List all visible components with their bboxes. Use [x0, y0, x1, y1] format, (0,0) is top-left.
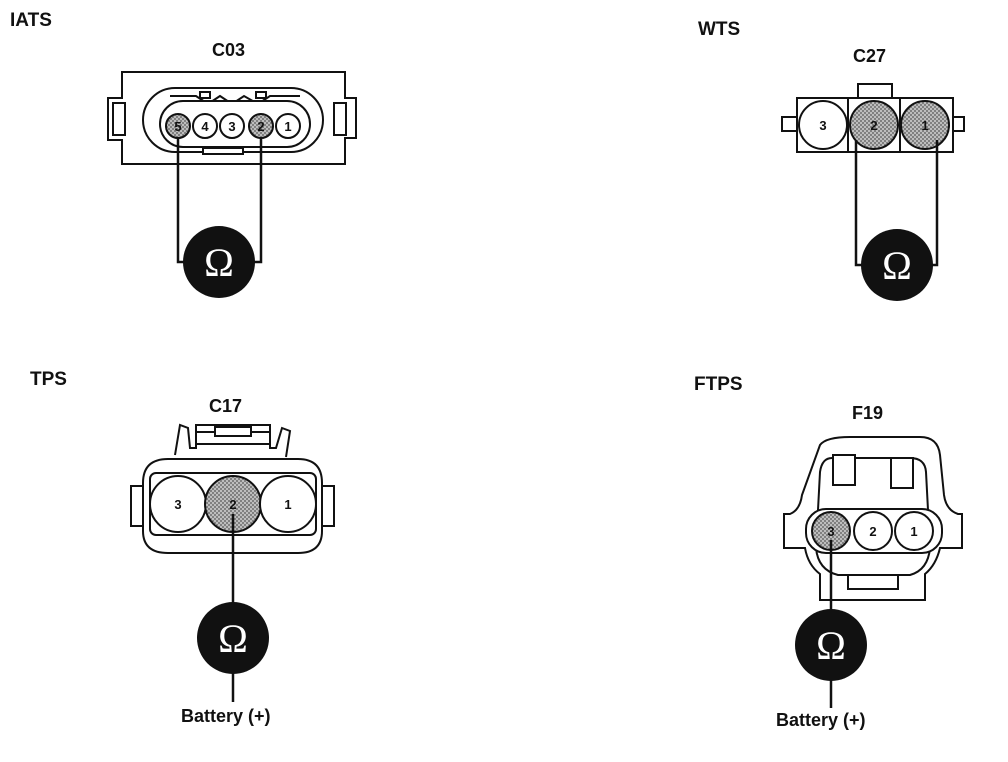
- iats-ohm-symbol: Ω: [204, 240, 234, 285]
- ftps-pin-1: [894, 511, 934, 551]
- iats-pin-5-label: 5: [174, 119, 181, 134]
- wts-pin-2: [849, 100, 899, 150]
- ftps-pin-2-label: 2: [869, 524, 876, 539]
- iats-ohmmeter: Ω: [183, 226, 255, 298]
- ftps-pin-3-label: 3: [827, 524, 834, 539]
- wts-pin-1: [900, 100, 950, 150]
- tps-pin-3-label: 3: [174, 497, 181, 512]
- ftps-connector-key-right: [890, 457, 914, 489]
- wts-connector-top-tab: [857, 83, 893, 99]
- tps-label: TPS: [30, 369, 67, 390]
- iats-connector-bottom-key: [202, 147, 244, 155]
- c03-label: C03: [212, 40, 246, 60]
- tps-ohm-symbol: Ω: [218, 616, 248, 661]
- wts-label: WTS: [698, 19, 741, 40]
- tps-ohmmeter: Ω: [197, 602, 269, 674]
- iats-connector-right-tab: [333, 102, 347, 136]
- iats-pin-3-label: 3: [228, 119, 235, 134]
- ftps-pins: 3 2 1: [811, 511, 934, 551]
- iats-pin-4: [192, 113, 218, 139]
- ftps-ohmmeter: Ω: [795, 609, 867, 681]
- wts-ohmmeter: Ω: [861, 229, 933, 301]
- ftps-pin-1-label: 1: [910, 524, 917, 539]
- iats-connector-lock: [199, 91, 211, 99]
- ftps-pin-2: [853, 511, 893, 551]
- iats-pin-1-label: 1: [284, 119, 291, 134]
- iats-connector-left-tab: [112, 102, 126, 136]
- tps-connector-latch-key: [214, 426, 252, 437]
- wts-pin-1-label: 1: [921, 118, 928, 133]
- iats-pin-4-label: 4: [201, 119, 209, 134]
- ftps-connector-bottom-tab: [847, 574, 899, 590]
- c17-label: C17: [209, 396, 243, 416]
- ftps-connector-key-left: [832, 454, 856, 486]
- tps-pin-2-label: 2: [229, 497, 236, 512]
- wts-pin-3-label: 3: [819, 118, 826, 133]
- tps-battery-label: Battery (+): [181, 706, 271, 726]
- ftps-ohm-symbol: Ω: [816, 623, 846, 668]
- tps-pin-1: [259, 475, 317, 533]
- wts-pin-2-label: 2: [870, 118, 877, 133]
- wts-ohm-symbol: Ω: [882, 243, 912, 288]
- iats-pin-2-label: 2: [257, 119, 264, 134]
- iats-pins: 5 4 3 2 1: [165, 113, 301, 139]
- iats-pin-3: [219, 113, 245, 139]
- tps-pin-1-label: 1: [284, 497, 291, 512]
- ftps-label: FTPS: [694, 374, 743, 395]
- iats-label: IATS: [10, 10, 52, 31]
- c27-label: C27: [853, 46, 887, 66]
- tps-pins: 3 2 1: [149, 475, 317, 533]
- f19-label: F19: [852, 403, 884, 423]
- wts-pins: 3 2 1: [798, 100, 950, 150]
- ftps-battery-label: Battery (+): [776, 710, 866, 730]
- iats-connector-lock-2: [255, 91, 267, 99]
- iats-pin-1: [275, 113, 301, 139]
- wts-pin-3: [798, 100, 848, 150]
